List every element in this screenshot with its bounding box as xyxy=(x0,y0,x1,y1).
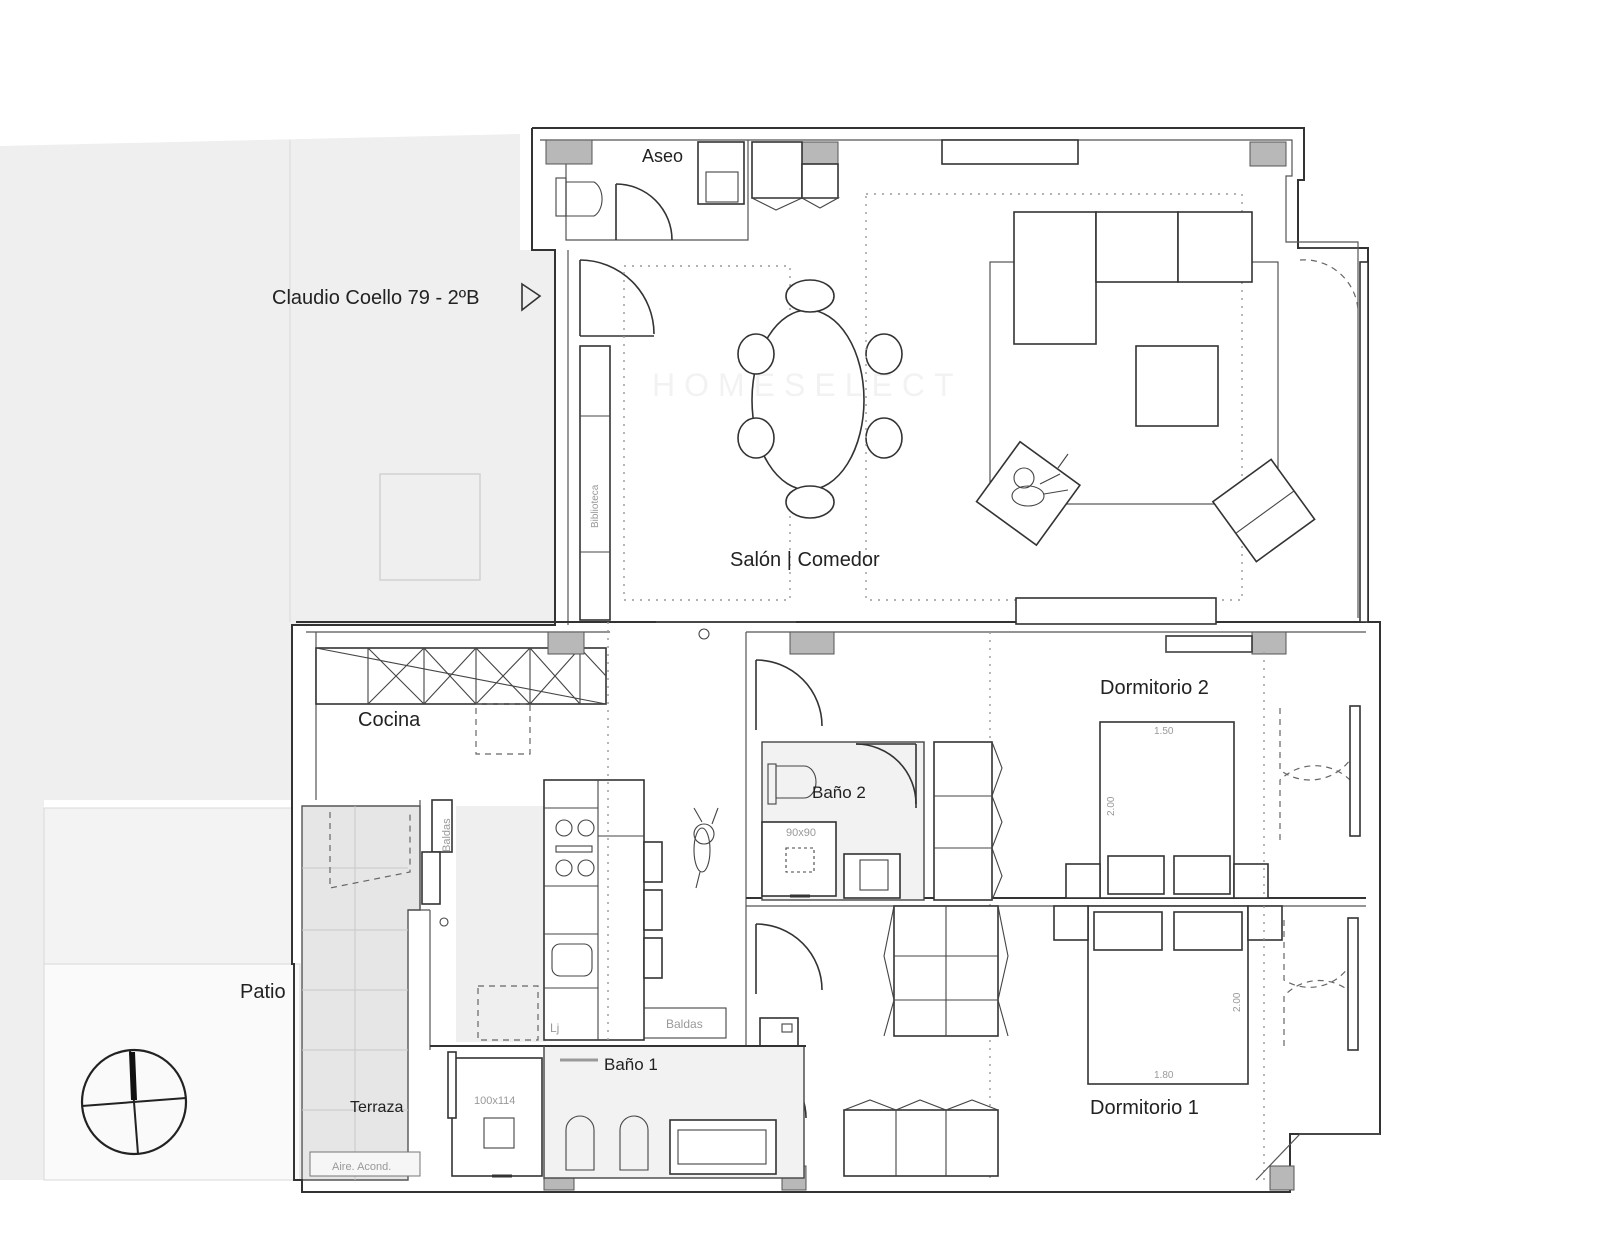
terrace-floor xyxy=(301,805,421,1181)
living-area xyxy=(865,193,1316,625)
baldas-label: Baldas xyxy=(666,1017,703,1031)
patio-label: Patio xyxy=(240,981,286,1003)
toilet-icon xyxy=(555,177,603,217)
aire-label: Aire. Acond. xyxy=(332,1161,391,1173)
labels: Claudio Coello 79 - 2ºB Aseo Salón | Com… xyxy=(240,146,1243,1173)
aseo-label: Aseo xyxy=(642,146,683,166)
shower-icon xyxy=(761,821,837,898)
dormitorio1-label: Dormitorio 1 xyxy=(1090,1097,1199,1119)
bed1-length-label: 2.00 xyxy=(1232,992,1243,1012)
address-label: Claudio Coello 79 - 2ºB xyxy=(272,287,479,309)
sink-icon xyxy=(551,943,593,977)
aseo-room xyxy=(545,139,1287,241)
terraza-label: Terraza xyxy=(350,1099,403,1116)
neighbour-areas xyxy=(0,134,555,1181)
shower-icon xyxy=(451,1057,543,1178)
bed2-width-label: 1.50 xyxy=(1154,726,1174,737)
dormitorio2-label: Dormitorio 2 xyxy=(1100,677,1209,699)
dormitorio2-room xyxy=(1065,635,1361,899)
patio-skylight xyxy=(379,473,481,581)
stove-icon xyxy=(555,819,595,877)
salon-label: Salón | Comedor xyxy=(730,549,880,571)
entrance xyxy=(521,259,655,337)
watermark: HOMESELECT xyxy=(652,367,962,403)
bano2-room xyxy=(761,741,925,901)
bed1-width-label: 1.80 xyxy=(1154,1070,1174,1081)
shower2-label: 90x90 xyxy=(786,827,816,839)
toilet-icon xyxy=(565,1115,649,1171)
dormitorio1-room xyxy=(1053,905,1380,1181)
chair-icon xyxy=(737,279,903,519)
entrance-arrow-icon xyxy=(521,282,542,312)
toilet-icon xyxy=(767,763,817,805)
baldas-vertical-label: Baldas xyxy=(441,818,453,852)
dining-table xyxy=(623,265,903,601)
person-icon xyxy=(1011,453,1069,507)
biblioteca-shelf xyxy=(579,345,611,621)
compass-icon xyxy=(80,1048,188,1156)
bed2-length-label: 2.00 xyxy=(1106,796,1117,816)
cocina-label: Cocina xyxy=(358,709,421,731)
lj-label: Lj xyxy=(550,1021,559,1035)
bano1-label: Baño 1 xyxy=(604,1055,658,1074)
bano1-room xyxy=(430,1045,806,1180)
kitchen xyxy=(315,622,727,1050)
salon-windows xyxy=(1299,247,1369,623)
biblioteca-label: Biblioteca xyxy=(590,484,601,528)
bano2-label: Baño 2 xyxy=(812,783,866,802)
wardrobes xyxy=(843,741,1009,1177)
shower1-label: 100x114 xyxy=(474,1095,515,1107)
